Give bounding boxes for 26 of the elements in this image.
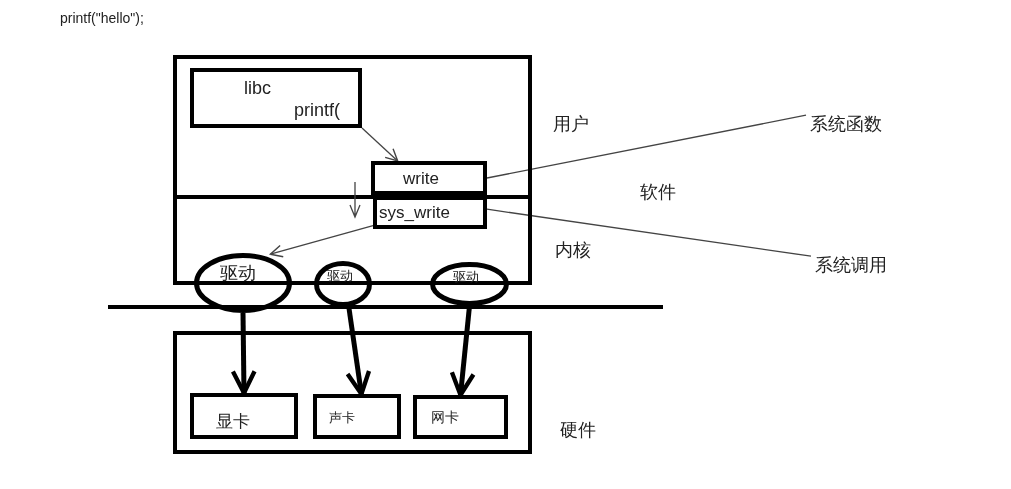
driver-ellipse: 驱动 <box>194 253 292 313</box>
function-box: sys_write <box>373 196 487 229</box>
arrow <box>345 306 372 397</box>
code-text: printf("hello"); <box>60 10 144 26</box>
function-box: write <box>371 161 487 195</box>
software-box <box>173 55 532 285</box>
layer-label: 内核 <box>555 239 591 262</box>
layer-label: 硬件 <box>560 419 596 442</box>
device-box: 网卡 <box>413 395 508 439</box>
leader-line <box>486 208 812 257</box>
box-label: libc <box>244 78 271 99</box>
layer-label: 用户 <box>553 113 589 136</box>
device-box: 显卡 <box>190 393 298 439</box>
leader-line <box>486 114 807 179</box>
device-box: 声卡 <box>313 394 401 439</box>
arrow <box>361 127 399 162</box>
callout-text: 系统调用 <box>811 251 897 277</box>
hardware-box <box>173 331 532 454</box>
layer-label: 软件 <box>640 181 676 204</box>
arrow <box>269 225 374 258</box>
driver-ellipse: 驱动 <box>430 262 509 306</box>
box-label: printf( <box>294 100 340 121</box>
driver-ellipse: 驱动 <box>314 261 372 307</box>
library-box <box>190 68 362 128</box>
callout-text: 系统函数 <box>806 110 892 136</box>
arrow <box>230 312 257 396</box>
